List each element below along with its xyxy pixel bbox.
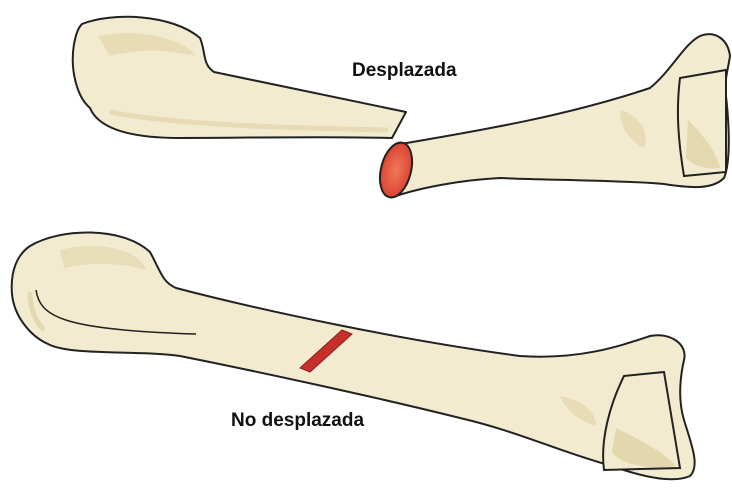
label-displaced: Desplazada xyxy=(352,60,457,82)
displaced-distal-fragment xyxy=(395,34,730,196)
non-displaced-bone xyxy=(12,232,695,479)
label-non-displaced: No desplazada xyxy=(231,410,364,432)
